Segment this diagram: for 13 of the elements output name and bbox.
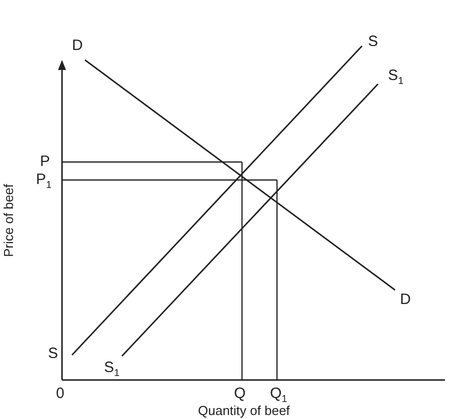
axis-tick-label: P$_{1}$: [36, 172, 52, 191]
axis-tick-label: P: [40, 154, 50, 169]
curve-label: S$_{1}$: [388, 68, 404, 87]
axis-tick-label: Q$_{1}$: [270, 386, 288, 405]
curve-label: D: [400, 292, 411, 307]
curve-label: S$_{1}$: [104, 360, 120, 379]
axis-tick-label: Q: [234, 386, 246, 401]
axis-title: Quantity of beef: [198, 404, 290, 417]
curve-label: S: [368, 34, 378, 49]
axis-title: Price of beef: [2, 184, 15, 257]
axis-tick-label: 0: [56, 386, 64, 401]
curve-label: D: [72, 38, 83, 53]
curve-label: S: [48, 346, 58, 361]
